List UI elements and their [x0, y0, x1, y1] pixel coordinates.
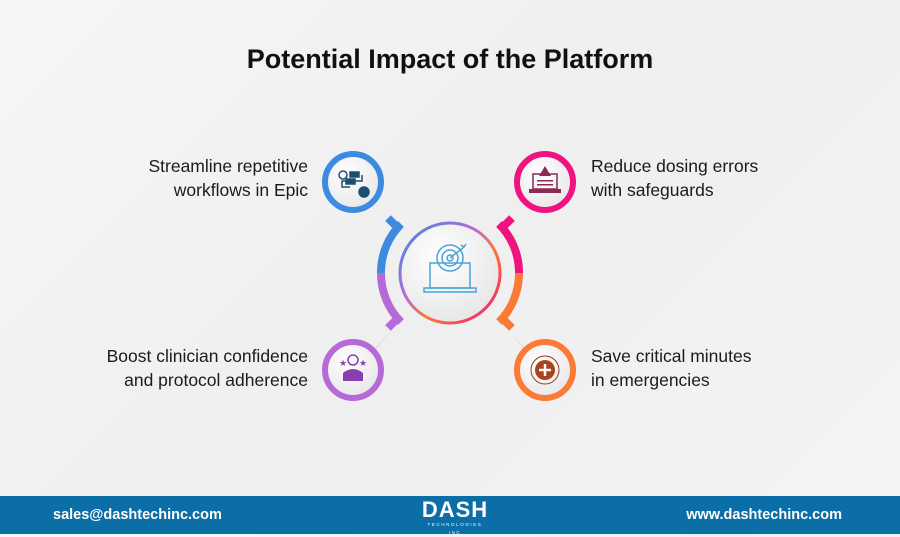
bubble-orange	[508, 330, 576, 401]
laptop-warning-icon	[529, 166, 561, 193]
laptop-target-icon	[423, 243, 477, 293]
footer-website[interactable]: www.dashtechinc.com	[686, 507, 842, 523]
item-line: Streamline repetitive	[148, 156, 308, 176]
arc-orange	[496, 272, 524, 325]
logo-sub: TECHNOLOGIES INC	[427, 522, 483, 535]
item-line: Reduce dosing errors	[591, 156, 759, 176]
item-line: Save critical minutes	[591, 346, 752, 366]
item-line: with safeguards	[591, 180, 714, 200]
bubble-blue	[322, 151, 392, 220]
logo-main: DASH	[421, 497, 489, 522]
item-reduce-dosing-errors: Reduce dosing errors with safeguards	[591, 154, 758, 202]
footer-bar: sales@dashtechinc.com DASH TECHNOLOGIES …	[0, 496, 900, 537]
item-line: in emergencies	[591, 370, 710, 390]
arc-purple	[376, 272, 404, 325]
page-title: Potential Impact of the Platform	[246, 44, 654, 74]
emergency-cross-icon	[530, 355, 560, 385]
center-circle	[398, 221, 502, 325]
item-streamline-workflows: Streamline repetitive workflows in Epic	[148, 154, 308, 202]
clinician-stars-icon: ★ ★	[339, 354, 367, 381]
bubble-purple: ★ ★	[322, 330, 392, 401]
impact-diagram: ★ ★	[322, 151, 576, 401]
dash-logo: DASH TECHNOLOGIES INC	[420, 499, 490, 537]
item-line: workflows in Epic	[173, 180, 308, 200]
arc-blue	[376, 221, 404, 274]
footer-email[interactable]: sales@dashtechinc.com	[53, 507, 222, 523]
bubble-pink	[508, 151, 576, 220]
item-boost-confidence: Boost clinician confidence and protocol …	[107, 344, 308, 392]
item-save-minutes: Save critical minutes in emergencies	[591, 344, 751, 392]
item-line: Boost clinician confidence	[106, 346, 308, 366]
item-line: and protocol adherence	[124, 370, 308, 390]
arc-pink	[496, 221, 524, 274]
svg-text:★: ★	[339, 359, 347, 369]
workflow-icon	[338, 170, 370, 198]
svg-text:★: ★	[359, 359, 367, 369]
